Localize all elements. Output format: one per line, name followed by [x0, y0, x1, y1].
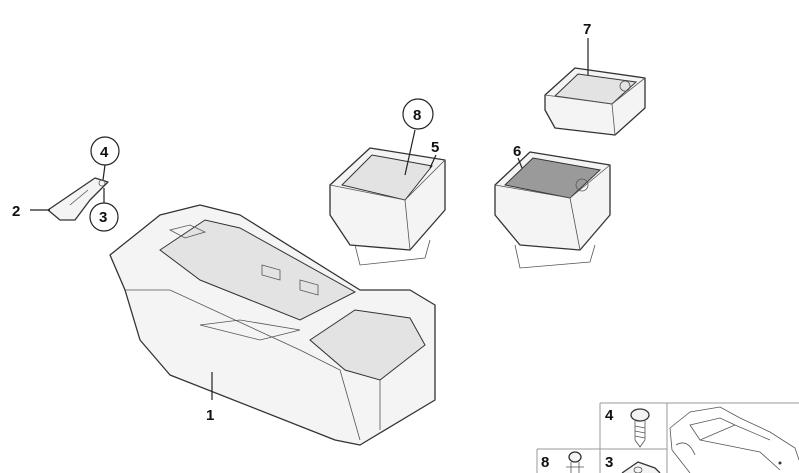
storage-compartment-part: [494, 151, 611, 269]
bracket-part: [47, 177, 109, 221]
car-location-icon: [669, 406, 799, 473]
coin-tray-part: [544, 67, 646, 136]
callout-circle-4: [90, 136, 120, 166]
leader-line-8: [404, 129, 416, 176]
callout-2: 2: [12, 203, 20, 220]
callout-7: 7: [583, 21, 591, 38]
callout-circle-3: [89, 202, 119, 232]
clip-icon: [621, 461, 661, 473]
leader-line-4: [102, 164, 106, 181]
callout-circle-8: [402, 98, 434, 130]
callout-1: 1: [206, 407, 214, 424]
small-parts-legend: 4 3 8: [536, 402, 799, 473]
legend-label-clip: 3: [605, 454, 613, 471]
callout-5: 5: [431, 139, 439, 156]
callout-3: 3: [99, 209, 107, 226]
callout-8: 8: [413, 107, 421, 124]
center-console-part: [109, 204, 436, 446]
leader-line-5: [429, 154, 437, 169]
ashtray-insert-part: [329, 147, 446, 266]
leader-line-6: [517, 157, 523, 169]
callout-4: 4: [100, 144, 109, 161]
legend-label-bolt: 8: [541, 454, 549, 471]
screw-icon: [630, 408, 650, 448]
callout-6: 6: [513, 143, 521, 160]
bolt-icon: [566, 451, 584, 473]
legend-label-screw: 4: [605, 407, 614, 424]
